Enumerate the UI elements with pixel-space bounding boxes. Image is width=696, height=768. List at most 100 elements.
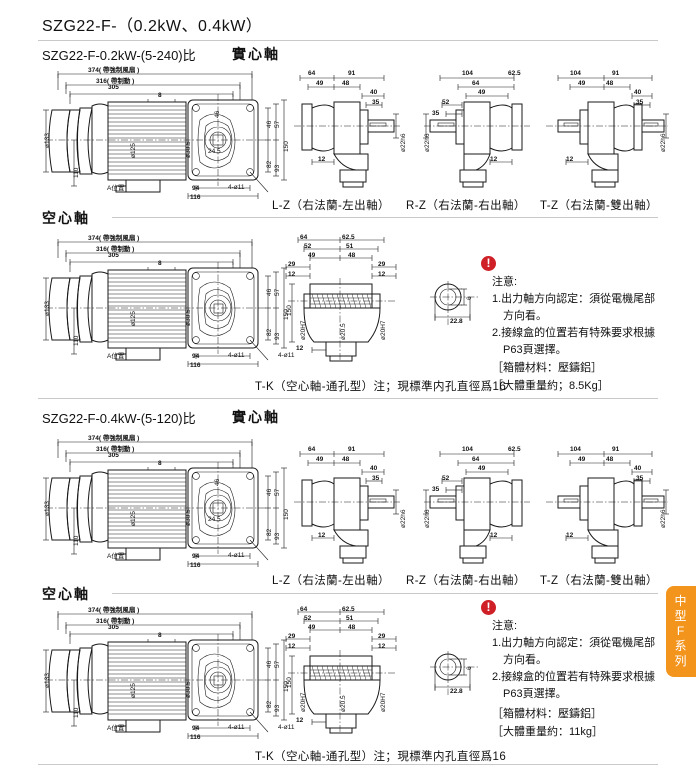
caption-tz-s2: T-Z（右法蘭-雙出軸） bbox=[540, 575, 658, 587]
s2h-dim-46: 46 bbox=[266, 660, 273, 668]
s2-rz-52: 52 bbox=[442, 475, 450, 482]
dim-h57: 57 bbox=[274, 120, 281, 128]
s2hs-29-l: 29 bbox=[288, 633, 296, 640]
s2h-dim-overall-fan: 374( 帶強制風扇 ) bbox=[88, 607, 140, 614]
s2-dim-overall-brake: 316( 帶制動 ) bbox=[96, 446, 135, 453]
h-dim-82: 82 bbox=[266, 328, 273, 336]
s2-lz-40: 40 bbox=[370, 465, 378, 472]
s2-lz-shaft: ø22h6 bbox=[400, 509, 407, 528]
s2-tz-48: 48 bbox=[606, 456, 614, 463]
s2-dim-93: 93 bbox=[274, 532, 281, 540]
s2-tz-12: 12 bbox=[566, 532, 574, 539]
h-dim-offset: 8 bbox=[158, 260, 162, 267]
s2-dim-dia-housing: ø133 bbox=[44, 501, 51, 516]
s2hs-62-5: 62.5 bbox=[342, 606, 355, 613]
rz-dim-49: 49 bbox=[478, 89, 486, 96]
s2-tz-104: 104 bbox=[570, 446, 581, 453]
s2-dim-57: 57 bbox=[274, 488, 281, 496]
tz-dim-40: 40 bbox=[634, 89, 642, 96]
section1-view-lz bbox=[288, 62, 406, 190]
s2hs-52: 52 bbox=[304, 615, 312, 622]
hs-dim-12-b: 12 bbox=[296, 345, 304, 352]
s2-dim-motor-height: 110 bbox=[73, 535, 80, 546]
lz-dim-49: 49 bbox=[316, 80, 324, 87]
s2-dim-offset: 8 bbox=[158, 460, 162, 467]
dim-box-position: A位置 bbox=[107, 185, 125, 192]
s2h-dim-shaft-dia: ø30.5 bbox=[185, 681, 192, 698]
note-line1-s2: 1.出力軸方向認定：須從電機尾部 bbox=[492, 637, 656, 649]
hs-dim-12-r: 12 bbox=[378, 271, 386, 278]
s2-dim-box-position: A位置 bbox=[107, 553, 125, 560]
s2-dim-shaft-dia: ø30.5 bbox=[185, 509, 192, 526]
section1-shaft-type: 實心軸 bbox=[232, 46, 280, 62]
caption-lz-s1: L-Z（右法蘭-左出軸） bbox=[272, 200, 390, 212]
section2-bore-detail bbox=[424, 645, 494, 715]
section2-view-tz bbox=[540, 438, 670, 566]
s2-tz-shaft: ø22h6 bbox=[660, 509, 667, 528]
s2-rz-64: 64 bbox=[472, 456, 480, 463]
rz-dim-104: 104 bbox=[462, 70, 473, 77]
hs-holes: 4-ø11 bbox=[278, 352, 295, 359]
s2hs-12-b: 12 bbox=[296, 717, 304, 724]
hs-dim-150: 150 bbox=[286, 305, 293, 316]
dim-overall-fan: 374( 帶強制風扇 ) bbox=[88, 67, 140, 74]
h-dim-46: 46 bbox=[266, 288, 273, 296]
side-tab-char-0: 中 bbox=[674, 594, 688, 608]
s2-dim-dia-fan: ø125 bbox=[130, 511, 137, 526]
note-weight-s1: ［大體重量約；8.5Kg］ bbox=[492, 380, 609, 392]
lz-dim-35: 35 bbox=[372, 99, 380, 106]
s2-rz-62-5: 62.5 bbox=[508, 446, 521, 453]
s2-dim-small-top: 46 bbox=[214, 478, 221, 486]
hs-bore-center: ø20.5 bbox=[340, 323, 347, 340]
h-dim-flange-w1: 94 bbox=[192, 353, 200, 360]
s2h-dim-overall-brake: 316( 帶制動 ) bbox=[96, 618, 135, 625]
hs-dim-62-5: 62.5 bbox=[342, 234, 355, 241]
s2h-dim-93: 93 bbox=[274, 704, 281, 712]
hs-dim-51: 51 bbox=[346, 243, 354, 250]
s2h-dim-holes: 4-ø11 bbox=[228, 724, 245, 731]
section1-view-tz bbox=[540, 62, 670, 190]
dim-h82: 82 bbox=[266, 160, 273, 168]
hs-dim-64: 64 bbox=[300, 234, 308, 241]
note-line2b-s2: P63頁選擇。 bbox=[503, 688, 567, 700]
lz-dim-shaft: ø22h6 bbox=[400, 133, 407, 152]
s2-rz-12: 12 bbox=[490, 532, 498, 539]
s2-dim-overall: 305 bbox=[108, 452, 119, 459]
s2-bore-detail-6: 6 bbox=[466, 666, 473, 670]
s2-bore-detail-22-8: 22.8 bbox=[450, 688, 463, 695]
s2h-dim-dia-fan: ø125 bbox=[130, 683, 137, 698]
hollow-label-s1: 空心軸 bbox=[42, 210, 90, 226]
s2-rz-35: 35 bbox=[432, 486, 440, 493]
note-line1b-s2: 方向看。 bbox=[503, 654, 547, 666]
s2-rz-49: 49 bbox=[478, 465, 486, 472]
section2-heading: SZG22-F-0.4kW-(5-120)比 bbox=[42, 411, 196, 426]
s2-rz-shaft: ø22h6 bbox=[424, 509, 431, 528]
h-dim-flange-w2: 116 bbox=[190, 362, 201, 369]
s2h-dim-box-position: A位置 bbox=[107, 725, 125, 732]
dim-overall: 305 bbox=[108, 84, 119, 91]
s2-dim-82: 82 bbox=[266, 528, 273, 536]
tz-dim-48: 48 bbox=[606, 80, 614, 87]
s2-lz-12: 12 bbox=[318, 532, 326, 539]
h-dim-box-position: A位置 bbox=[107, 353, 125, 360]
s2-lz-49: 49 bbox=[316, 456, 324, 463]
note-line1-s1: 1.出力軸方向認定：須從電機尾部 bbox=[492, 293, 656, 305]
caption-tk-s1: T-K（空心軸-通孔型）注；現標準内孔直徑爲16 bbox=[255, 381, 507, 393]
dim-center: 24.5 bbox=[208, 148, 221, 155]
s2-tz-91: 91 bbox=[612, 446, 620, 453]
h-dim-holes: 4-ø11 bbox=[228, 352, 245, 359]
note-material-s1: ［箱體材料：壓鑄鋁］ bbox=[492, 362, 602, 374]
rz-dim-64: 64 bbox=[472, 80, 480, 87]
section1-bore-detail bbox=[424, 275, 494, 345]
hs-dim-48: 48 bbox=[348, 252, 356, 259]
s2-lz-48: 48 bbox=[342, 456, 350, 463]
s2-dim-center: 24.5 bbox=[208, 516, 221, 523]
s2-dim-overall-fan: 374( 帶強制風扇 ) bbox=[88, 435, 140, 442]
lz-dim-64: 64 bbox=[308, 70, 316, 77]
h-dim-dia-fan: ø125 bbox=[130, 311, 137, 326]
h-dim-overall-brake: 316( 帶制動 ) bbox=[96, 246, 135, 253]
h-dim-dia-housing: ø133 bbox=[44, 301, 51, 316]
series-side-tab[interactable]: 中 型 F 系 列 bbox=[666, 586, 696, 677]
section2-shaft-type: 實心軸 bbox=[232, 409, 280, 425]
